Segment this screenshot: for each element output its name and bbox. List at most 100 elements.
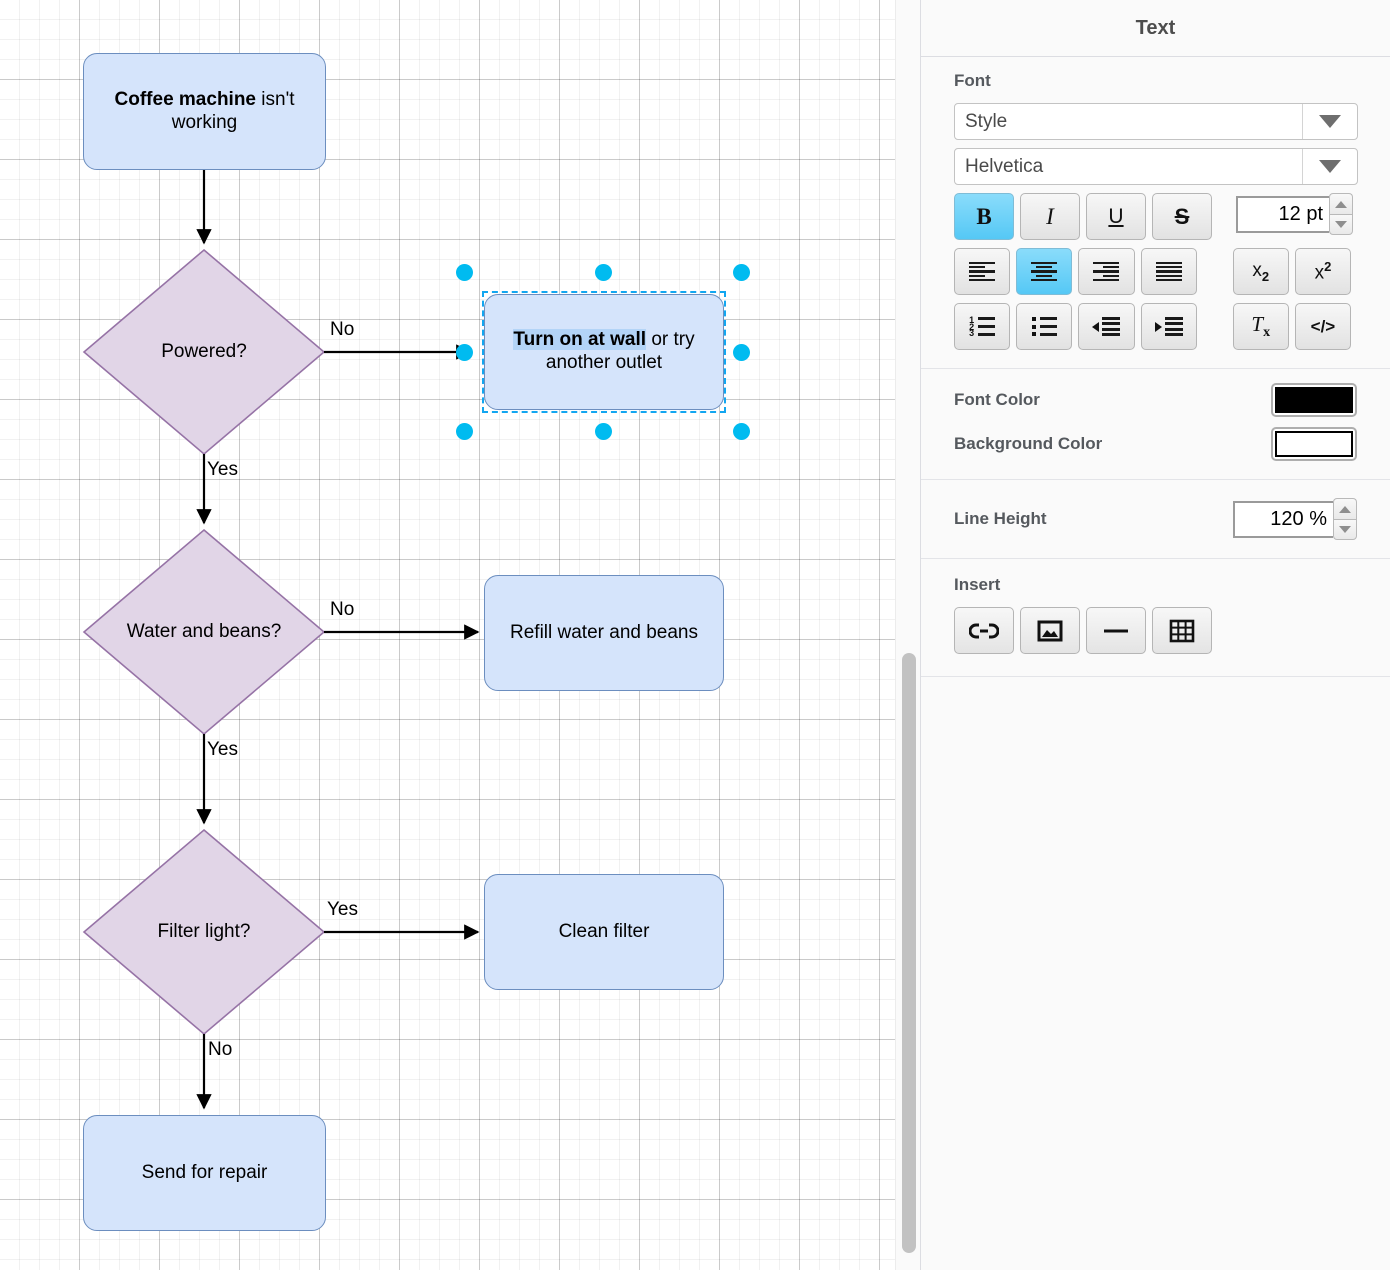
bulleted-list-icon xyxy=(1031,317,1057,336)
canvas-vertical-scrollbar[interactable] xyxy=(895,0,920,1270)
clear-formatting-button[interactable]: Tx xyxy=(1232,303,1289,350)
italic-button[interactable]: I xyxy=(1020,193,1080,240)
align-left-button[interactable] xyxy=(954,248,1011,295)
insert-horizontal-rule-button[interactable] xyxy=(1086,607,1146,654)
node-text: Water and beans? xyxy=(126,621,282,642)
resize-handle-bottom-center[interactable] xyxy=(595,423,612,440)
line-height-decrement-button[interactable] xyxy=(1333,519,1357,540)
edit-html-button[interactable]: </> xyxy=(1294,303,1352,350)
decrease-indent-icon xyxy=(1092,317,1121,336)
line-height-section: Line Height 120 % xyxy=(921,480,1390,559)
background-color-row: Background Color xyxy=(954,427,1357,461)
edge-label-powered-yes: Yes xyxy=(207,459,238,480)
resize-handle-middle-left[interactable] xyxy=(456,344,473,361)
insert-image-button[interactable] xyxy=(1020,607,1080,654)
edge-label-filter-no: No xyxy=(208,1039,233,1060)
font-size-stepper[interactable]: 12 pt xyxy=(1236,193,1353,235)
edge-label-water-no: No xyxy=(330,599,355,620)
align-center-icon xyxy=(1031,261,1058,282)
format-panel: Text Font Style Helvetica B I U S 12 pt xyxy=(920,0,1390,1270)
resize-handle-top-left[interactable] xyxy=(456,264,473,281)
node-turn-on-at-wall[interactable]: Turn on at wall or try another outlet xyxy=(484,294,724,410)
underline-button[interactable]: U xyxy=(1086,193,1146,240)
node-text: Coffee machine isn't working xyxy=(114,88,295,133)
background-color-value xyxy=(1275,431,1353,457)
align-left-icon xyxy=(969,261,996,282)
node-text: Filter light? xyxy=(157,921,251,942)
font-section: Font Style Helvetica B I U S 12 pt xyxy=(921,57,1390,369)
node-text: Turn on at wall or try another outlet xyxy=(513,329,695,373)
table-icon xyxy=(1169,619,1195,642)
edge-label-filter-yes: Yes xyxy=(327,899,358,920)
font-style-select[interactable]: Style xyxy=(954,103,1358,140)
horizontal-rule-icon xyxy=(1104,629,1128,632)
edge-label-powered-no: No xyxy=(330,319,355,340)
scrollbar-thumb[interactable] xyxy=(902,653,916,1253)
line-height-increment-button[interactable] xyxy=(1333,498,1357,519)
node-text: Powered? xyxy=(161,341,247,362)
decrease-indent-button[interactable] xyxy=(1078,303,1135,350)
line-height-label: Line Height xyxy=(954,509,1047,528)
insert-section: Insert xyxy=(921,559,1390,677)
node-filter-light[interactable]: Filter light? xyxy=(84,830,324,1034)
bold-button[interactable]: B xyxy=(954,193,1014,240)
background-color-swatch[interactable] xyxy=(1271,427,1357,461)
subscript-button[interactable]: x2 xyxy=(1232,248,1289,295)
font-family-select[interactable]: Helvetica xyxy=(954,148,1358,185)
align-justify-button[interactable] xyxy=(1140,248,1197,295)
insert-link-button[interactable] xyxy=(954,607,1014,654)
chevron-down-icon[interactable] xyxy=(1302,104,1357,139)
node-powered[interactable]: Powered? xyxy=(84,250,324,454)
font-section-title: Font xyxy=(954,71,991,90)
line-height-value[interactable]: 120 % xyxy=(1233,500,1333,538)
node-clean-filter[interactable]: Clean filter xyxy=(484,874,724,990)
node-refill-water-and-beans[interactable]: Refill water and beans xyxy=(484,575,724,691)
node-text: Refill water and beans xyxy=(510,621,698,643)
bulleted-list-button[interactable] xyxy=(1016,303,1073,350)
superscript-icon: x2 xyxy=(1314,258,1332,284)
subscript-icon: x2 xyxy=(1252,259,1270,284)
node-coffee-machine-not-working[interactable]: Coffee machine isn't working xyxy=(83,53,326,170)
link-icon xyxy=(969,623,999,638)
align-right-button[interactable] xyxy=(1078,248,1135,295)
insert-section-title: Insert xyxy=(954,575,1001,594)
increase-indent-icon xyxy=(1154,317,1183,336)
flowchart-shapes-and-edges xyxy=(82,170,480,1110)
font-size-decrement-button[interactable] xyxy=(1329,214,1353,235)
chevron-down-icon[interactable] xyxy=(1302,149,1357,184)
background-color-label: Background Color xyxy=(954,434,1103,453)
diagram-canvas[interactable]: Coffee machine isn't working Turn on at … xyxy=(0,0,895,1270)
superscript-button[interactable]: x2 xyxy=(1294,248,1352,295)
panel-title: Text xyxy=(921,0,1390,57)
font-size-increment-button[interactable] xyxy=(1329,193,1353,214)
font-color-row: Font Color xyxy=(954,383,1357,417)
node-send-for-repair[interactable]: Send for repair xyxy=(83,1115,326,1231)
font-color-swatch[interactable] xyxy=(1271,383,1357,417)
edge-label-water-yes: Yes xyxy=(207,739,238,760)
font-color-label: Font Color xyxy=(954,390,1040,409)
insert-table-button[interactable] xyxy=(1152,607,1212,654)
increase-indent-button[interactable] xyxy=(1140,303,1197,350)
font-size-value[interactable]: 12 pt xyxy=(1236,195,1329,233)
strikethrough-button[interactable]: S xyxy=(1152,193,1212,240)
resize-handle-middle-right[interactable] xyxy=(733,344,750,361)
font-family-value: Helvetica xyxy=(965,155,1044,177)
align-justify-icon xyxy=(1155,261,1182,282)
clear-formatting-icon: Tx xyxy=(1251,311,1271,341)
alignment-row: x2 x2 xyxy=(954,248,1357,295)
font-color-value xyxy=(1275,387,1353,413)
image-icon xyxy=(1037,620,1063,641)
resize-handle-top-center[interactable] xyxy=(595,264,612,281)
align-center-button[interactable] xyxy=(1016,248,1073,295)
flowchart: Coffee machine isn't working Turn on at … xyxy=(82,53,750,1231)
resize-handle-bottom-right[interactable] xyxy=(733,423,750,440)
align-right-icon xyxy=(1093,261,1120,282)
line-height-stepper[interactable]: 120 % xyxy=(1233,498,1357,540)
node-water-and-beans[interactable]: Water and beans? xyxy=(84,530,324,734)
color-section: Font Color Background Color xyxy=(921,369,1390,480)
resize-handle-top-right[interactable] xyxy=(733,264,750,281)
resize-handle-bottom-left[interactable] xyxy=(456,423,473,440)
